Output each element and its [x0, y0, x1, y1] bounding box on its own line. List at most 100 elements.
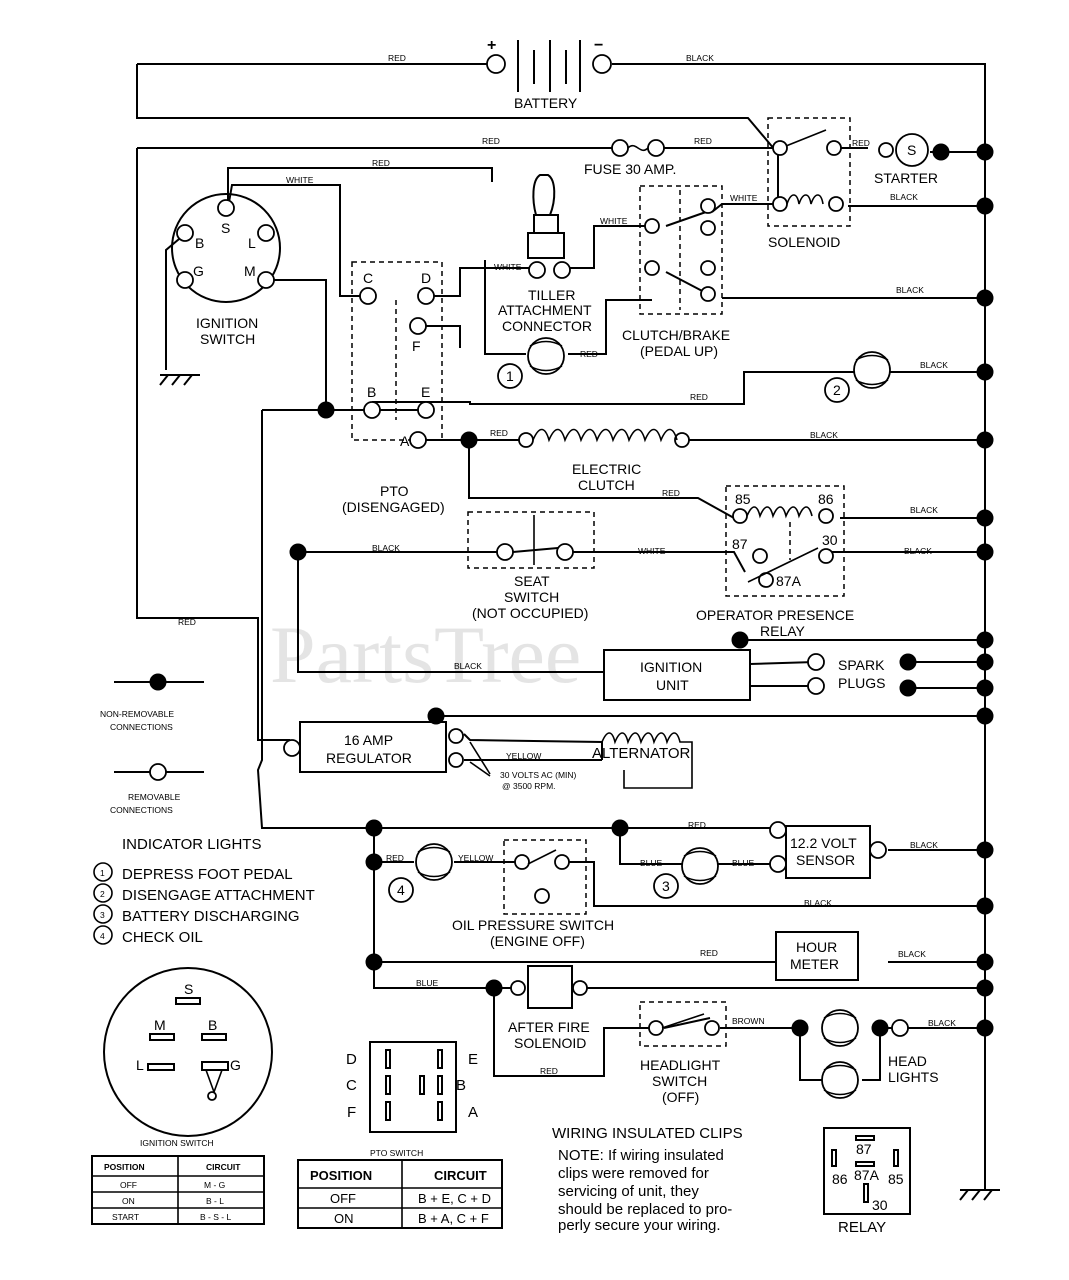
clutch-coil-label-2: CLUTCH [578, 477, 635, 493]
ign-table-cell: B - L [206, 1196, 224, 1206]
hour-meter: HOUR METER [775, 931, 859, 981]
connection-legend: NON-REMOVABLE CONNECTIONS REMOVABLE CONN… [100, 673, 204, 815]
relay-face-caption: RELAY [838, 1219, 886, 1236]
ign-table-cell: OFF [120, 1180, 137, 1190]
wire-label: RED [386, 853, 404, 863]
relay-face-label: 85 [888, 1171, 904, 1187]
wire-label: RED [700, 948, 718, 958]
pto-term-d: D [421, 270, 431, 286]
wire-label: BLACK [910, 505, 938, 515]
ignition-label-2: SWITCH [200, 331, 255, 347]
pto-term-b: B [367, 384, 376, 400]
relay-face-label: 86 [832, 1171, 848, 1187]
battery-minus: − [594, 37, 603, 54]
wire-label: BLACK [810, 430, 838, 440]
alternator: ALTERNATOR 30 VOLTS AC (MIN) @ 3500 RPM. [500, 732, 693, 791]
pto-table-cell: OFF [330, 1191, 356, 1206]
indicator-lamp-3: 3 [653, 847, 719, 899]
wire-label: BLUE [640, 858, 663, 868]
tiller-label-2: ATTACHMENT [498, 302, 592, 318]
pto-term-f: F [412, 338, 421, 354]
pto-table-header: CIRCUIT [434, 1168, 487, 1183]
pto-term-c: C [363, 270, 373, 286]
face-term-s: S [184, 981, 193, 997]
clips-line: clips were removed for [558, 1165, 709, 1182]
wire-label: BLUE [416, 978, 439, 988]
relay-face-label: 87 [856, 1141, 872, 1157]
clips-note: WIRING INSULATED CLIPS NOTE: If wiring i… [552, 1125, 743, 1234]
headlights-label-2: LIGHTS [888, 1069, 939, 1085]
headlight-label-1: HEADLIGHT [640, 1057, 721, 1073]
ign-table-cell: M - G [204, 1180, 225, 1190]
oil-pressure-switch: OIL PRESSURE SWITCH (ENGINE OFF) [452, 839, 614, 949]
pto-table-cell: B + A, C + F [418, 1211, 489, 1226]
sensor-label-1: 12.2 VOLT [790, 835, 857, 851]
indicator-lights-title: INDICATOR LIGHTS [122, 836, 261, 853]
pto-label-2: (DISENGAGED) [342, 499, 445, 515]
pto-face-label: D [346, 1051, 357, 1068]
pto-term-a: A [400, 433, 410, 449]
ign-unit-label-1: IGNITION [640, 659, 702, 675]
wire-label: WHITE [494, 262, 522, 272]
fuse: FUSE 30 AMP. [584, 139, 676, 177]
volt-sensor: 12.2 VOLT SENSOR [769, 821, 887, 879]
ign-table-cell: ON [122, 1196, 135, 1206]
ign-table-header: POSITION [104, 1162, 145, 1172]
headlight-label-2: SWITCH [652, 1073, 707, 1089]
wire-label: RED [662, 488, 680, 498]
pto-position-table: POSITION CIRCUIT OFF B + E, C + D ON B +… [297, 1159, 503, 1229]
indicator-lamp-2: 2 [824, 351, 891, 403]
legend-nonremovable-2: CONNECTIONS [110, 722, 173, 732]
wire-label: BLACK [890, 192, 918, 202]
seat-switch: SEAT SWITCH (NOT OCCUPIED) [467, 511, 595, 621]
ign-term-m: M [244, 263, 256, 279]
wire-label: BLACK [910, 840, 938, 850]
indicator-item: BATTERY DISCHARGING [122, 908, 300, 925]
indicator-num: 4 [100, 931, 105, 941]
afterfire-label-2: SOLENOID [514, 1035, 586, 1051]
tiller-label-1: TILLER [528, 287, 575, 303]
regulator: 16 AMP REGULATOR [283, 721, 491, 777]
wire-label: RED [490, 428, 508, 438]
battery-label: BATTERY [514, 95, 578, 111]
clips-line: perly secure your wiring. [558, 1217, 721, 1234]
wire-label: RED [694, 136, 712, 146]
lamp-3-number: 3 [662, 878, 670, 894]
wire-label: RED [482, 136, 500, 146]
ign-term-l: L [248, 235, 256, 251]
regulator-label-1: 16 AMP [344, 732, 393, 748]
wire-label: BLACK [454, 661, 482, 671]
afterfire-label-1: AFTER FIRE [508, 1019, 590, 1035]
lamp-1-number: 1 [506, 368, 514, 384]
wire-label: BLACK [920, 360, 948, 370]
wire-label: RED [178, 617, 196, 627]
wire-label: BLACK [928, 1018, 956, 1028]
legend-removable-2: CONNECTIONS [110, 805, 173, 815]
battery-plus: + [487, 37, 496, 54]
operator-presence-relay: 85 86 87 30 87A OPERATOR PRESENCE RELAY [696, 485, 854, 639]
wire-label: BROWN [732, 1016, 765, 1026]
wire-label: YELLOW [506, 751, 541, 761]
wires [136, 63, 1000, 1201]
indicator-lamp-1: 1 [497, 337, 565, 389]
tiller-label-3: CONNECTOR [502, 318, 592, 334]
electric-clutch: ELECTRIC CLUTCH [518, 428, 690, 493]
indicator-item: DEPRESS FOOT PEDAL [122, 866, 293, 883]
oil-label-2: (ENGINE OFF) [490, 933, 585, 949]
pto-switch-face: D C F E B A PTO SWITCH [346, 1041, 478, 1158]
solenoid-label: SOLENOID [768, 234, 840, 250]
indicator-num: 2 [100, 889, 105, 899]
relay-87a: 87A [776, 573, 802, 589]
wire-label: BLACK [898, 949, 926, 959]
wire-labels: RED BLACK RED RED RED RED WHITE WHITE BL… [178, 53, 956, 1076]
pto-face-label: A [468, 1104, 478, 1121]
relay-85: 85 [735, 491, 751, 507]
ign-table-cell: B - S - L [200, 1212, 231, 1222]
relay-face-label: 87A [854, 1167, 880, 1183]
headlight-label-3: (OFF) [662, 1089, 699, 1105]
head-lights: HEAD LIGHTS [821, 1009, 939, 1099]
starter: S STARTER [874, 133, 938, 186]
ign-unit-label-2: UNIT [656, 677, 689, 693]
wire-label: WHITE [638, 546, 666, 556]
pto-face-caption: PTO SWITCH [370, 1148, 423, 1158]
